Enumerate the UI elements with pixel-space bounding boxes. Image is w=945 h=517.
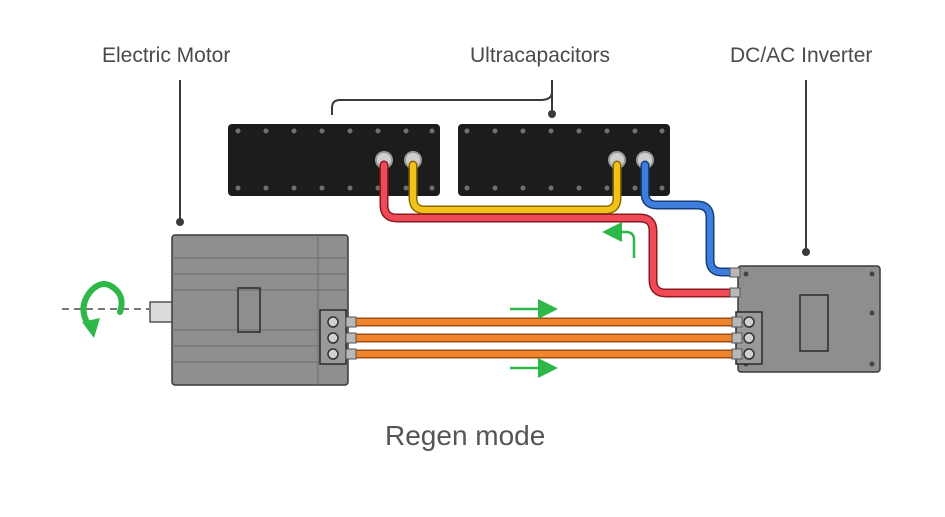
electric-motor (149, 234, 349, 386)
ultracapacitors-label: Ultracapacitors (470, 44, 611, 67)
leader-lines (176, 80, 810, 256)
ultracapacitor-left (228, 124, 440, 196)
inverter-leader-dot (802, 248, 810, 256)
positive-cable (381, 162, 738, 296)
mode-caption: Regen mode (385, 420, 546, 451)
motor-leader-dot (176, 218, 184, 226)
inverter-label: DC/AC Inverter (730, 44, 873, 67)
motor-shaft (149, 301, 175, 323)
ucap-leader-left (331, 80, 553, 115)
motor-label-plate (237, 287, 261, 333)
rotation-arrow-icon (62, 281, 150, 338)
dc-ac-inverter (729, 265, 881, 373)
phase-cables (352, 317, 736, 359)
link-cable (410, 162, 620, 213)
flow-arrow-icon (602, 222, 636, 258)
flow-arrows (510, 222, 636, 378)
ultracapacitor-right (458, 124, 670, 196)
ucap-leader-dot (548, 110, 556, 118)
inverter-label-plate (799, 294, 829, 352)
negative-cable (642, 162, 738, 275)
electric-motor-label: Electric Motor (102, 44, 231, 67)
